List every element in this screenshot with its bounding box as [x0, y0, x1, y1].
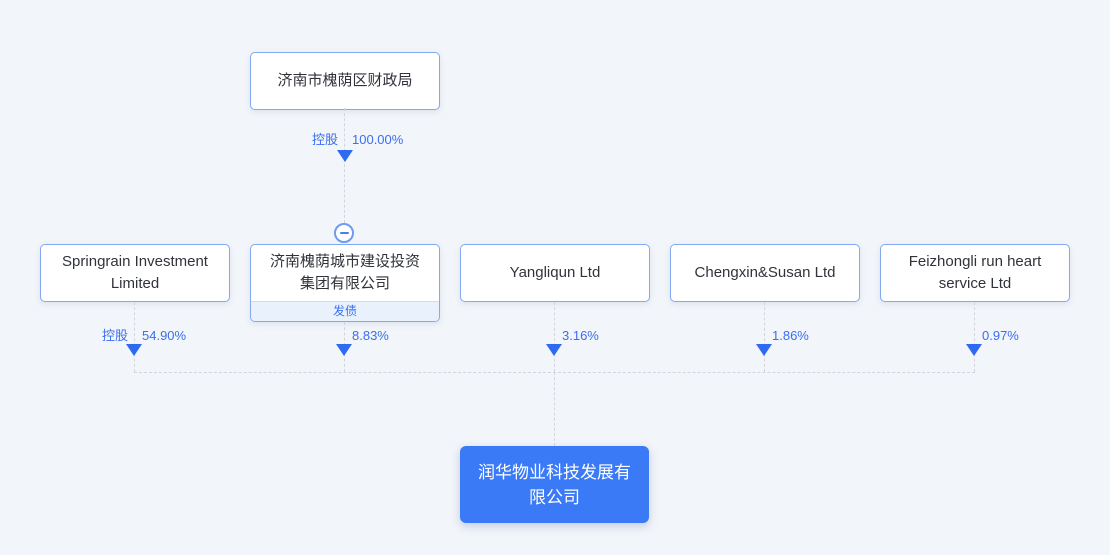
node-shareholder-label: 济南槐荫城市建设投资集团有限公司 [269, 253, 420, 292]
edge-relation [465, 328, 555, 343]
edge-label-branch-5: 0.97% [885, 328, 1065, 343]
node-root-company-label: 济南市槐荫区财政局 [277, 72, 413, 89]
node-shareholder-label: Feizhongli run heart service Ltd [908, 253, 1042, 292]
edge-label-branch-4: 1.86% [675, 328, 855, 343]
edge-line-branch-4 [764, 302, 765, 372]
edge-line-branch-1 [134, 302, 135, 372]
edge-relation [885, 328, 975, 343]
node-root-company[interactable]: 济南市槐荫区财政局 [250, 52, 440, 110]
edge-relation-root: 控股 [311, 132, 338, 147]
edge-relation: 控股 [101, 328, 128, 343]
node-target-company[interactable]: 润华物业科技发展有限公司 [460, 446, 649, 523]
edge-line-branch-5 [974, 302, 975, 372]
node-shareholder-springrain[interactable]: Springrain Investment Limited [40, 244, 230, 302]
edge-percent: 8.83% [352, 328, 389, 343]
node-shareholder-yangliqun[interactable]: Yangliqun Ltd [460, 244, 650, 302]
edge-line-target [554, 372, 555, 446]
arrow-down-icon [337, 150, 353, 162]
edge-percent-root: 100.00% [352, 132, 404, 147]
bond-issuer-tag[interactable]: 发债 [251, 301, 439, 321]
node-shareholder-chengxin[interactable]: Chengxin&Susan Ltd [670, 244, 860, 302]
node-target-company-label: 润华物业科技发展有限公司 [478, 462, 631, 507]
arrow-down-icon [336, 344, 352, 356]
edge-percent: 1.86% [772, 328, 809, 343]
node-shareholder-jinan-group[interactable]: 济南槐荫城市建设投资集团有限公司 发债 [250, 244, 440, 322]
node-shareholder-feizhongli[interactable]: Feizhongli run heart service Ltd [880, 244, 1070, 302]
edge-label-root: 控股 100.00% [255, 132, 435, 147]
edge-line-branch-3 [554, 302, 555, 372]
node-shareholder-label: Chengxin&Susan Ltd [694, 264, 836, 281]
edge-line-root [344, 108, 345, 223]
edge-label-branch-3: 3.16% [465, 328, 645, 343]
collapse-button[interactable] [334, 223, 354, 243]
node-shareholder-label: Yangliqun Ltd [509, 264, 601, 281]
arrow-down-icon [126, 344, 142, 356]
arrow-down-icon [966, 344, 982, 356]
edge-percent: 54.90% [142, 328, 187, 343]
minus-icon [339, 232, 349, 234]
node-shareholder-label: Springrain Investment Limited [62, 253, 208, 292]
edge-percent: 3.16% [562, 328, 599, 343]
arrow-down-icon [546, 344, 562, 356]
edge-label-branch-2: 8.83% [255, 328, 435, 343]
edge-label-branch-1: 控股 54.90% [45, 328, 225, 343]
edge-percent: 0.97% [982, 328, 1019, 343]
edge-relation [255, 328, 345, 343]
edge-relation [675, 328, 765, 343]
arrow-down-icon [756, 344, 772, 356]
